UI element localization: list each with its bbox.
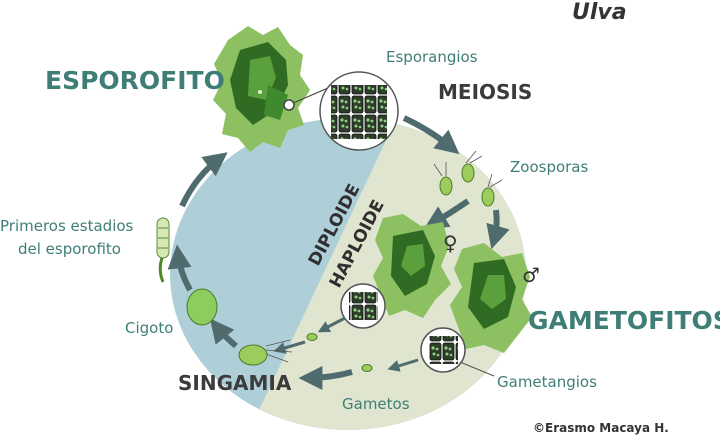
sporangia-circle — [319, 71, 399, 151]
esporofito-label: ESPOROFITO — [45, 66, 225, 95]
zoospore-arrow-left — [423, 198, 470, 229]
young-sporophyte-icon — [156, 217, 170, 283]
primeros-label-line2: del esporofito — [18, 240, 121, 258]
singamia-label: SINGAMIA — [178, 371, 292, 395]
gamete-arrow-lower — [387, 358, 419, 372]
gametangia-circle-female — [340, 283, 386, 329]
gametangios-label: Gametangios — [497, 373, 597, 391]
zoospore-arrow-right — [486, 209, 510, 250]
gamete-icon-lower — [361, 364, 373, 372]
meiosis-arrow — [402, 115, 460, 155]
diagram-title: Ulva — [572, 0, 627, 25]
zoom-line — [290, 87, 329, 105]
zoom-origin — [283, 99, 295, 111]
male-gametophyte-icon — [450, 243, 532, 353]
syngamy-arrow — [210, 318, 238, 349]
gametangia-circle-male — [420, 327, 466, 373]
cigoto-label: Cigoto — [125, 319, 173, 337]
sporophyte-thallus-icon — [213, 26, 310, 152]
gametos-label: Gametos — [342, 395, 410, 413]
zygote-arrow — [167, 244, 193, 292]
zoospores-icon — [433, 150, 503, 207]
esporangios-label: Esporangios — [386, 48, 478, 66]
gamete-arrow-bottom — [298, 365, 353, 390]
syngamy-cell-icon — [238, 339, 293, 366]
credit-text: ©Erasmo Macaya H. — [533, 421, 669, 435]
gamete-arrow-mid — [273, 340, 306, 354]
zygote-icon — [186, 288, 218, 326]
gametofitos-label: GAMETOFITOS — [528, 306, 720, 335]
female-gametophyte-icon — [373, 214, 451, 318]
gamete-arrow-upper — [317, 316, 346, 333]
zoosporas-label: Zoosporas — [510, 158, 589, 176]
primeros-label-line1: Primeros estadios — [0, 217, 134, 235]
gamete-icon-upper — [306, 333, 318, 341]
male-symbol: ♂ — [522, 263, 540, 287]
female-symbol: ♀ — [443, 231, 458, 255]
meiosis-label: MEIOSIS — [438, 80, 532, 104]
gametangios-pointer — [459, 361, 495, 377]
growth-arrow — [179, 152, 228, 208]
